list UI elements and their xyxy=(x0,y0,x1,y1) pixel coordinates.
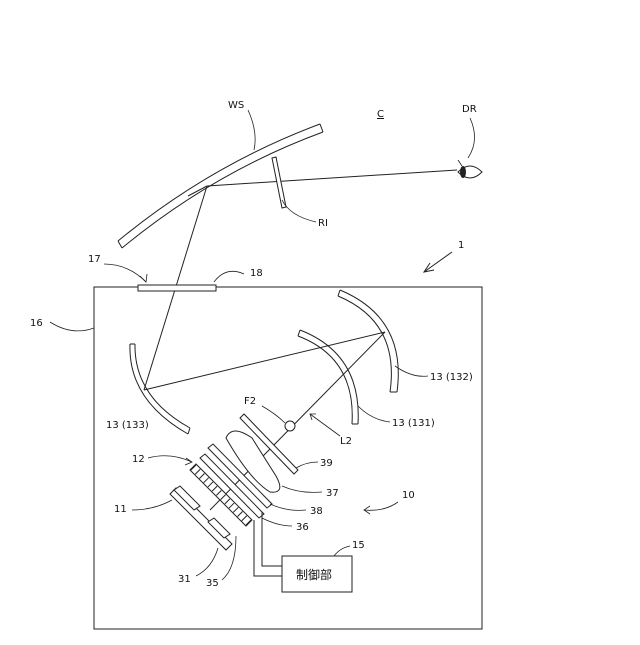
label-38: 38 xyxy=(310,506,323,517)
label-15: 15 xyxy=(352,540,365,551)
leader-36 xyxy=(262,518,292,526)
label-l2: L2 xyxy=(340,436,352,447)
label-31: 31 xyxy=(178,574,191,585)
leader-ws xyxy=(248,110,255,150)
eye-icon xyxy=(458,160,482,178)
windshield xyxy=(118,124,323,248)
leader-16 xyxy=(50,322,94,331)
label-f2: F2 xyxy=(244,396,256,407)
label-12: 12 xyxy=(132,454,145,465)
leader-37 xyxy=(282,486,322,492)
mirror-131 xyxy=(298,330,358,424)
label-37: 37 xyxy=(326,488,339,499)
label-13-131: 13 (131) xyxy=(392,418,435,429)
label-dr: DR xyxy=(462,104,477,115)
reflector-ri xyxy=(272,157,286,208)
leader-18 xyxy=(214,271,244,282)
leader-38 xyxy=(270,504,306,510)
control-unit-label: 制御部 xyxy=(296,567,332,582)
arrow-l2 xyxy=(310,414,340,436)
wire-a xyxy=(254,520,282,576)
leader-12 xyxy=(148,456,192,462)
label-11: 11 xyxy=(114,504,127,515)
housing xyxy=(94,287,482,629)
label-ri: RI xyxy=(318,218,328,229)
label-ws: WS xyxy=(228,100,244,111)
label-18: 18 xyxy=(250,268,263,279)
leader-132 xyxy=(395,366,428,376)
leader-31 xyxy=(196,548,218,576)
leader-15 xyxy=(334,546,350,556)
label-16: 16 xyxy=(30,318,43,329)
label-13-133: 13 (133) xyxy=(106,420,149,431)
label-c: C xyxy=(377,109,384,120)
window-17 xyxy=(138,285,216,291)
label-1: 1 xyxy=(458,240,464,251)
label-13-132: 13 (132) xyxy=(430,372,473,383)
leader-17 xyxy=(104,264,146,282)
leader-11 xyxy=(132,500,172,510)
label-17: 17 xyxy=(88,254,101,265)
leader-f2 xyxy=(262,406,285,423)
leader-39 xyxy=(296,462,318,468)
wire-b xyxy=(262,512,282,566)
label-35: 35 xyxy=(206,578,219,589)
label-36: 36 xyxy=(296,522,309,533)
label-10: 10 xyxy=(402,490,415,501)
leader-dr xyxy=(468,118,475,158)
ray-133-132 xyxy=(144,332,385,390)
ray-to-eye xyxy=(207,170,457,186)
leader-ri xyxy=(282,200,316,222)
ray-main-axis xyxy=(210,332,385,510)
arrow-1 xyxy=(424,252,452,272)
leader-131 xyxy=(358,406,390,422)
focus-point-f2 xyxy=(285,421,295,431)
label-39: 39 xyxy=(320,458,333,469)
